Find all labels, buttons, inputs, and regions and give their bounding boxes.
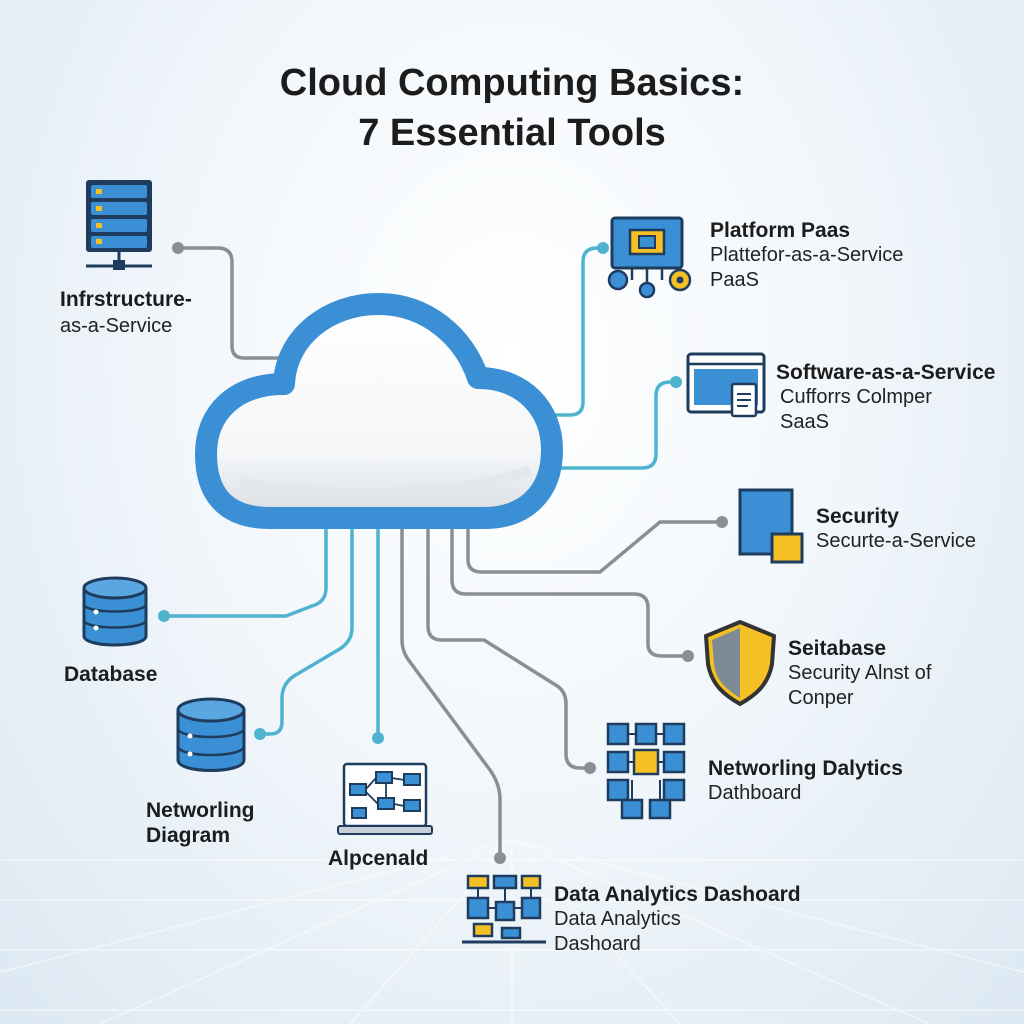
label-alpcenald: Alpcenald — [328, 846, 428, 871]
title-line-1: Cloud Computing Basics: — [279, 62, 745, 104]
server-rack-icon — [86, 180, 152, 270]
database-icon — [82, 576, 148, 647]
dashboard-grid-icon — [462, 874, 546, 944]
label-security-heading: Security — [816, 505, 899, 528]
cloud-icon — [195, 293, 563, 529]
title-line-2: 7 Essential Tools — [358, 112, 666, 154]
label-networking-dalytics: Networling Dalytics Dathboard — [708, 756, 903, 806]
label-paas: Platform Paas Plattefor-as-a-Service Paa… — [710, 218, 903, 293]
connector-endpoints — [158, 242, 728, 864]
connector-seitabase — [450, 518, 690, 658]
connector-saas — [528, 380, 678, 470]
label-saas-line1: Cufforrs Colmper — [780, 386, 932, 408]
label-security: Security Securte-a-Service — [816, 504, 976, 554]
label-security-line1: Securte-a-Service — [816, 530, 977, 552]
label-database: Database — [64, 662, 157, 687]
connector-database — [162, 518, 328, 618]
label-iaas-line1: Infrstructure- — [60, 288, 192, 311]
label-data-analytics-line2: Dashoard — [554, 933, 641, 955]
connector-networking-dalytics — [426, 518, 592, 770]
label-networking-dalytics-line1: Dathboard — [708, 782, 802, 804]
connector-iaas — [176, 246, 302, 360]
label-seitabase-heading: Seitabase — [788, 637, 887, 660]
label-data-analytics: Data Analytics Dashoard Data Analytics D… — [554, 882, 801, 957]
database-stack-icon — [176, 697, 246, 772]
label-networking-dalytics-heading: Networling Dalytics — [708, 757, 903, 780]
label-paas-line1: Plattefor-as-a-Service — [710, 244, 904, 266]
label-saas-line2: SaaS — [780, 411, 829, 433]
label-networking-diagram: Networling Diagram — [146, 798, 255, 848]
label-saas: Software-as-a-Service Cufforrs Colmper S… — [776, 360, 995, 435]
connector-networking-diagram — [258, 518, 354, 736]
connector-data-analytics — [400, 518, 502, 858]
label-database-line1: Database — [64, 663, 158, 686]
network-chip-icon — [606, 722, 686, 820]
connector-security — [466, 518, 722, 574]
label-networking-diagram-line1: Networling — [146, 799, 255, 822]
platform-gears-icon — [607, 216, 692, 299]
label-paas-heading: Platform Paas — [710, 219, 851, 242]
connector-paas — [510, 246, 605, 417]
label-data-analytics-line1: Data Analytics — [554, 908, 681, 930]
label-alpcenald-line1: Alpcenald — [328, 847, 429, 870]
label-data-analytics-heading: Data Analytics Dashoard — [554, 883, 801, 906]
security-block-icon — [738, 488, 804, 564]
shield-icon — [703, 619, 777, 707]
label-seitabase-line2: Conper — [788, 687, 854, 709]
page-title: Cloud Computing Basics: 7 Essential Tool… — [0, 58, 1024, 158]
label-seitabase: Seitabase Security Alnst of Conper — [788, 636, 931, 711]
label-paas-line2: PaaS — [710, 269, 759, 291]
label-iaas-line2: as-a-Service — [60, 315, 173, 337]
label-networking-diagram-line2: Diagram — [146, 824, 231, 847]
label-saas-heading: Software-as-a-Service — [776, 361, 996, 384]
label-seitabase-line1: Security Alnst of — [788, 662, 932, 684]
flow-diagram-icon — [337, 762, 433, 835]
label-iaas: Infrstructure- as-a-Service — [60, 287, 192, 339]
browser-window-icon — [686, 352, 766, 418]
